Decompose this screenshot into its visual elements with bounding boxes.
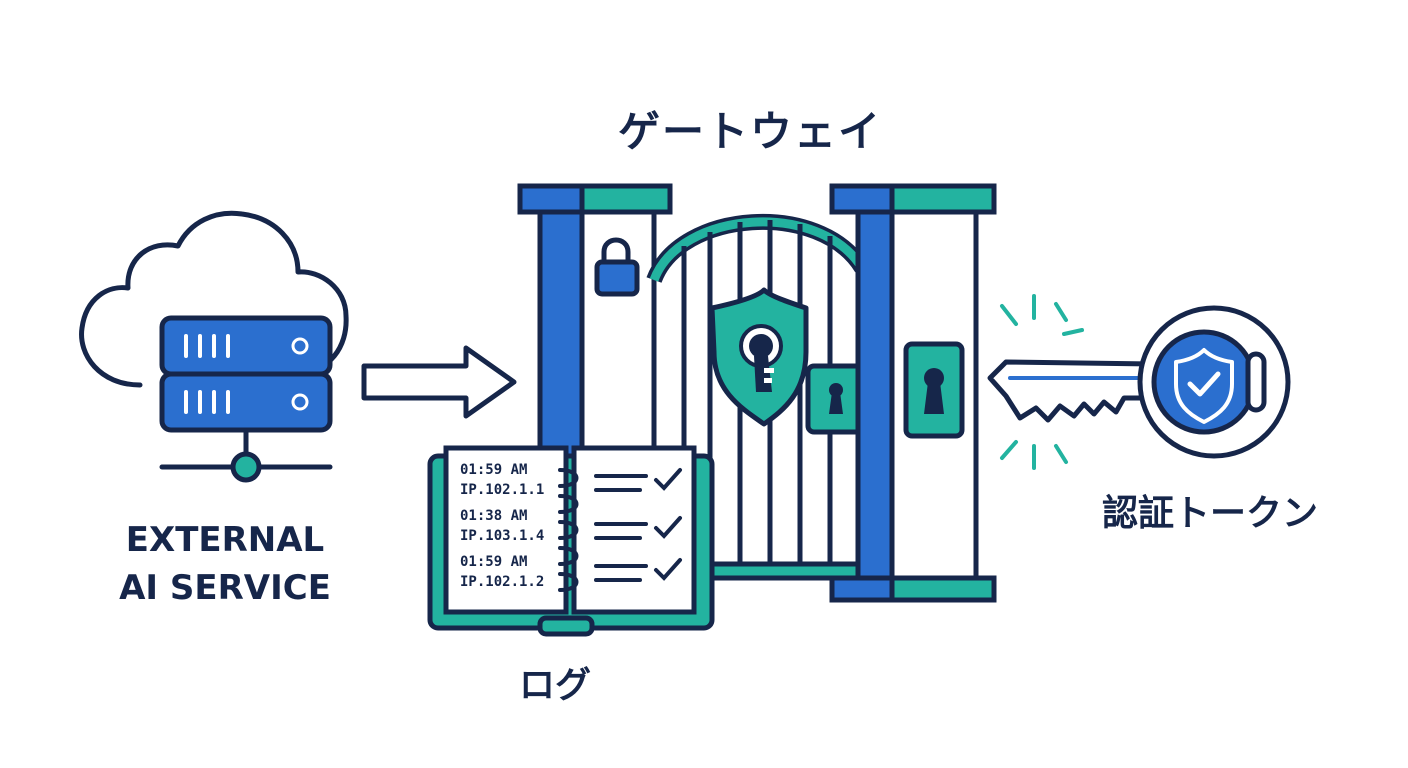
log-entry-time: 01:59 AM — [460, 462, 527, 478]
checkmark-icon — [654, 516, 682, 539]
cloud-icon — [79, 210, 349, 388]
auth-token-label: 認証トークン — [1101, 493, 1318, 534]
logbook-icon: 01:59 AM IP.102.1.1 01:38 AM IP.103.1.4 01:5… — [427, 445, 715, 637]
log-entry-ip: IP.103.1.4 — [460, 528, 544, 544]
log-entry-time: 01:59 AM — [460, 554, 527, 570]
log-entries: 01:59 AM IP.102.1.1 01:38 AM IP.103.1.4 01:5… — [460, 462, 544, 590]
keyhole-icon — [903, 341, 965, 439]
checkmark-icon — [654, 558, 682, 581]
log-entry-ip: IP.102.1.1 — [460, 482, 544, 498]
spark-lines — [1000, 294, 1084, 470]
external-ai-service — [79, 210, 349, 483]
log-entry-ip: IP.102.1.2 — [460, 574, 544, 590]
checklist — [594, 468, 682, 582]
right-pillar — [829, 183, 997, 603]
shield-check-icon — [1174, 348, 1234, 424]
server-icon — [159, 315, 333, 483]
external-service-line1: EXTERNAL — [125, 520, 325, 560]
arrow-right-icon — [361, 345, 517, 419]
gateway-title: ゲートウェイ — [617, 107, 882, 156]
log-entry-time: 01:38 AM — [460, 508, 527, 524]
checkmark-icon — [654, 468, 682, 491]
external-service-line2: AI SERVICE — [119, 568, 331, 608]
padlock-icon — [594, 237, 640, 297]
log-label: ログ — [518, 665, 591, 706]
external-service-label: EXTERNAL AI SERVICE — [90, 516, 360, 612]
key-icon — [987, 294, 1291, 470]
shield-keyhole-icon — [709, 287, 809, 427]
